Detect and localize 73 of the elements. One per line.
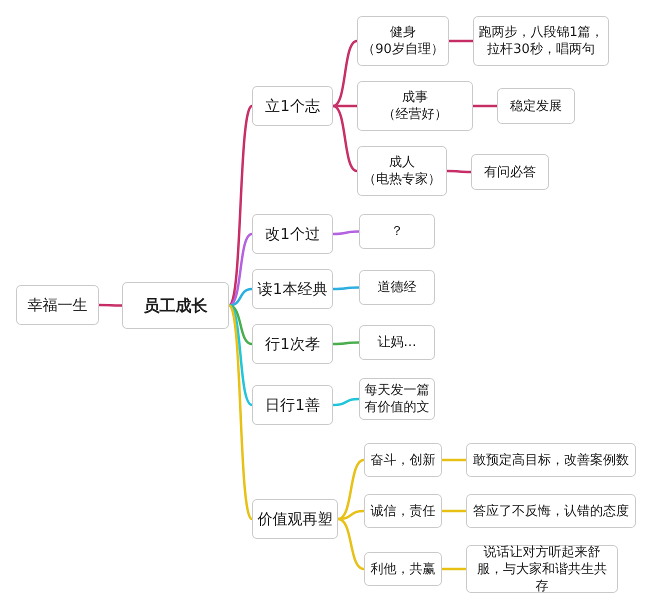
topic-text: 道德经 <box>378 279 416 296</box>
branch-line <box>228 105 253 306</box>
topic-text: 读1本经典 <box>258 280 328 298</box>
topic-text: 改1个过 <box>265 226 320 242</box>
topic-box <box>466 494 636 528</box>
topic-box <box>466 545 618 593</box>
topic-text: （经营好） <box>382 106 448 123</box>
branch-line <box>332 104 358 172</box>
branch-line <box>338 518 364 570</box>
branch-line <box>442 568 466 570</box>
topic-text: 稳定发展 <box>510 98 562 114</box>
topic-box <box>364 443 442 477</box>
topic-text: 幸福一生 <box>28 296 88 314</box>
topic-text: 成人 <box>389 154 415 171</box>
topic-box <box>252 324 333 364</box>
branch-line <box>333 341 359 346</box>
topic-box <box>252 214 333 254</box>
branch-line <box>449 40 473 42</box>
topic-text: 有问必答 <box>484 164 536 180</box>
branch-line <box>99 304 122 307</box>
topic-box <box>122 282 229 329</box>
topic-box <box>359 325 435 360</box>
topic-text: 每天发一篇有价值的文 <box>364 382 430 416</box>
branch-line <box>473 104 497 108</box>
topic-text: 健身 <box>390 24 416 41</box>
topic-text: 立1个志 <box>265 98 320 114</box>
topic-text: （电热专家） <box>363 171 441 188</box>
branch-line <box>228 304 253 520</box>
topic-text: 员工成长 <box>144 297 208 314</box>
branch-line <box>228 288 252 307</box>
branch-line <box>333 286 359 290</box>
branch-line <box>332 398 360 406</box>
topic-box <box>364 494 442 528</box>
topic-text: 让妈… <box>378 334 416 351</box>
topic-text: 行1次孝 <box>265 336 320 352</box>
topic-box <box>357 16 449 66</box>
topic-box <box>473 16 609 66</box>
topic-box <box>16 285 99 325</box>
topic-text: 答应了不反悔，认错的态度 <box>473 502 629 520</box>
topic-box <box>357 146 447 196</box>
topic-box <box>466 443 636 477</box>
topic-box <box>471 154 549 190</box>
branch-line <box>332 40 358 108</box>
branch-line <box>338 510 364 520</box>
topic-text: 说话让对方听起来舒服，与大家和谐共生共存 <box>476 544 608 594</box>
topic-box <box>252 499 338 539</box>
topic-text: 日行1善 <box>265 396 320 414</box>
topic-text: 奋斗，创新 <box>370 452 436 468</box>
branch-line <box>228 304 253 406</box>
topic-text: （90岁自理） <box>362 41 444 58</box>
topic-box <box>252 86 333 126</box>
branch-line <box>228 304 252 346</box>
topic-text: 成事 <box>402 89 428 106</box>
topic-text: 跑两步，八段锦1篇，拉杆30秒，唱两句 <box>478 24 604 58</box>
topic-box <box>359 214 435 249</box>
branch-line <box>332 230 360 236</box>
topic-text: 价值观再塑 <box>258 510 332 528</box>
branch-line <box>442 510 466 512</box>
topic-box <box>252 269 333 309</box>
branch-line <box>333 104 357 108</box>
topic-text: 利他，共赢 <box>370 560 436 578</box>
topic-box <box>359 270 435 305</box>
topic-text: 诚信，责任 <box>370 502 436 520</box>
topic-box <box>357 81 473 131</box>
topic-text: 敢预定高目标，改善案例数 <box>473 452 629 468</box>
branch-line <box>338 458 364 520</box>
branch-line <box>228 232 253 307</box>
branch-line <box>442 458 466 462</box>
topic-box <box>497 88 575 124</box>
topic-box <box>364 552 442 586</box>
branch-line <box>447 170 471 174</box>
topic-text: ？ <box>390 223 404 240</box>
topic-box <box>252 385 333 425</box>
